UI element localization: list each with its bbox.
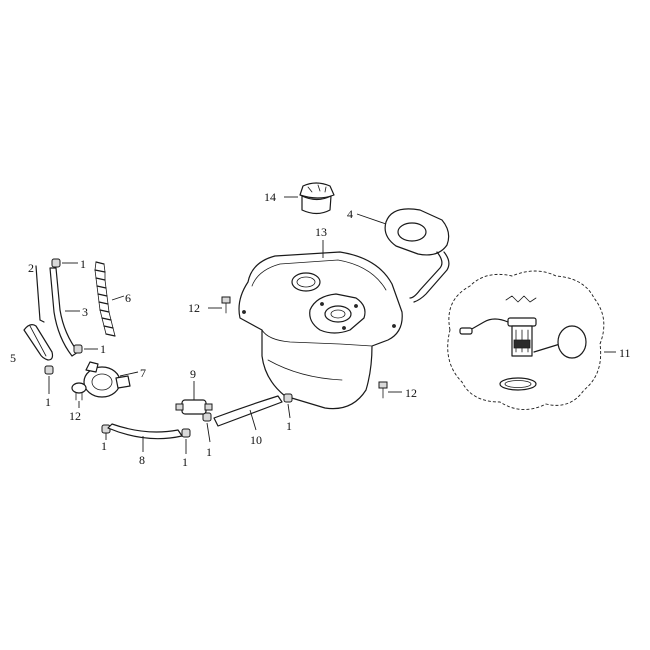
- hose-part-2-5: [23, 265, 54, 361]
- callout-4: 4: [347, 207, 353, 221]
- callout-5: 5: [10, 351, 16, 365]
- callout-2: 2: [28, 261, 34, 275]
- callout-1a: 1: [80, 257, 86, 271]
- filler-cover-part: [356, 208, 450, 303]
- fuel-gauge-unit-part-11: [447, 270, 616, 410]
- callout-11: 11: [619, 346, 631, 360]
- callout-12b: 12: [69, 409, 81, 423]
- callout-7: 7: [140, 366, 146, 380]
- callout-12a: 12: [188, 301, 200, 315]
- fuel-cap-part: [284, 182, 335, 215]
- callout-1b: 1: [100, 342, 106, 356]
- callout-10: 10: [250, 433, 262, 447]
- callout-1e: 1: [182, 455, 188, 469]
- hose-part-10: [213, 395, 283, 431]
- callout-13: 13: [315, 225, 327, 239]
- callout-1d: 1: [101, 439, 107, 453]
- callout-12c: 12: [405, 386, 417, 400]
- callout-1c: 1: [45, 395, 51, 409]
- hose-part-3: [49, 267, 80, 357]
- callout-14: 14: [264, 190, 276, 204]
- spring-part-6: [94, 261, 125, 337]
- callout-3: 3: [82, 305, 88, 319]
- fuel-filter-part-9: [175, 381, 213, 415]
- hose-part-8: [105, 423, 183, 452]
- clamp-parts: [44, 258, 293, 454]
- fuel-valve-part-7: [83, 361, 139, 398]
- callout-8: 8: [139, 453, 145, 467]
- callout-1f: 1: [206, 445, 212, 459]
- callout-9: 9: [190, 367, 196, 381]
- screw-parts-12: [71, 296, 402, 408]
- callout-6: 6: [125, 291, 131, 305]
- callout-1g: 1: [286, 419, 292, 433]
- fuel-tank-part: [238, 240, 403, 410]
